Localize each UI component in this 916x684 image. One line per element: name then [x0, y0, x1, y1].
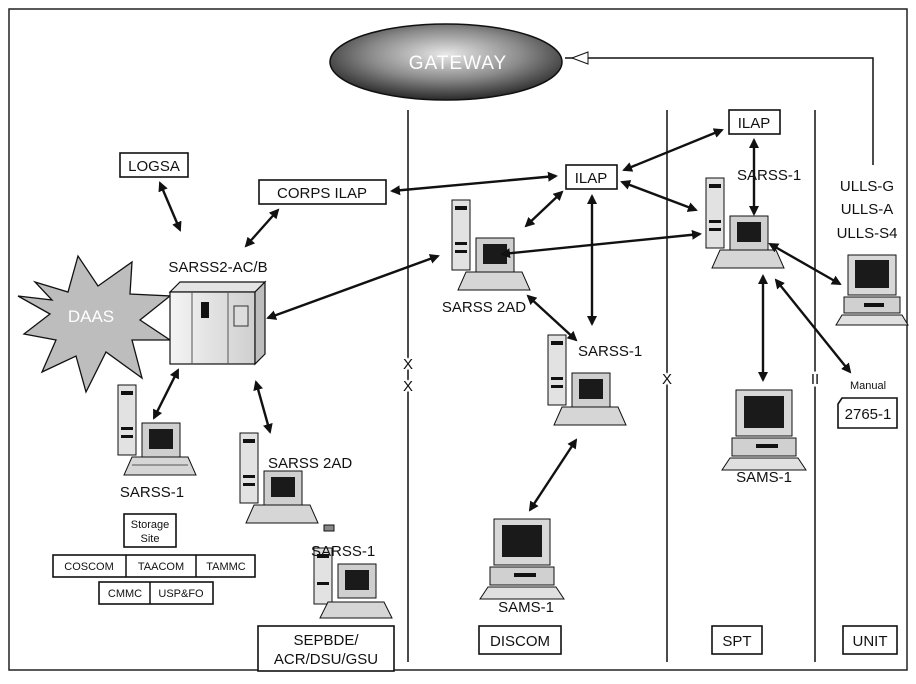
coscom-label: COSCOM	[64, 561, 114, 573]
corps-ilap-label: CORPS ILAP	[277, 185, 367, 202]
computer-icon	[313, 547, 393, 619]
link-sarss1right-ulls	[768, 242, 842, 286]
echelon-marker-x: X	[403, 378, 413, 395]
ilap-center-label: ILAP	[575, 170, 608, 187]
sarss1-bottom-label: SARSS-1	[311, 543, 375, 560]
link-ilap-sarss2ad	[524, 190, 564, 228]
outer-border	[8, 8, 908, 671]
ulls-a-label: ULLS-A	[841, 201, 894, 218]
ilap-right-box	[728, 109, 781, 135]
connection-arrows	[152, 128, 852, 512]
link-logsa-sarss2acb	[158, 181, 182, 232]
mainframe-icon	[168, 280, 267, 366]
computer-icon	[705, 177, 785, 269]
spt-box	[711, 625, 763, 655]
unit-box	[842, 625, 898, 655]
computer-icon	[117, 384, 197, 476]
daas-label: DAAS	[68, 307, 114, 326]
echelon-marker-x: X	[662, 371, 672, 388]
link-sarss2acb-sarss1	[152, 368, 180, 420]
corps-ilap-box	[258, 179, 387, 205]
echelon-marker-x: X	[403, 356, 413, 373]
link-ilap-ilapright	[622, 128, 724, 172]
sepbde-box	[257, 625, 395, 672]
computer-icon	[835, 254, 909, 326]
ilap-center-box	[565, 164, 618, 190]
form-2765-box	[837, 397, 898, 429]
sams1-center-label: SAMS-1	[498, 599, 554, 616]
gateway-link	[565, 57, 874, 165]
discom-box	[478, 625, 562, 655]
storage-site-line2: Site	[141, 533, 160, 545]
sarss2-acb-label: SARSS2-AC/B	[168, 259, 267, 276]
link-sarss2ad-sarss1	[526, 294, 578, 342]
sams1-right-label: SAMS-1	[736, 469, 792, 486]
link-sarss2acb-sarss2ad	[266, 254, 440, 320]
computer-icon	[239, 432, 319, 524]
link-sarss2acb-sarss2ad-left	[253, 380, 273, 434]
sarss1-right-label: SARSS-1	[737, 167, 801, 184]
sarss2ad-left-label: SARSS 2AD	[268, 455, 352, 472]
uspfo-label: USP&FO	[158, 588, 204, 600]
ulls-g-label: ULLS-G	[840, 178, 894, 195]
link-sarss1right-manual	[774, 278, 852, 374]
link-corpsilap-ilap	[390, 171, 558, 196]
taacom-label: TAACOM	[138, 561, 184, 573]
form-2765-label: 2765-1	[845, 406, 892, 423]
ulls-s4-label: ULLS-S4	[837, 225, 898, 242]
discom-label: DISCOM	[490, 633, 550, 650]
logsa-label: LOGSA	[128, 158, 180, 175]
computer-icon	[479, 518, 565, 600]
sepbde-line1: SEPBDE/	[293, 632, 359, 649]
gateway-label: GATEWAY	[409, 53, 507, 74]
cmmc-label: CMMC	[108, 588, 142, 600]
storage-site-box	[123, 513, 177, 548]
sarss2ad-center-label: SARSS 2AD	[442, 299, 526, 316]
ilap-right-label: ILAP	[738, 115, 771, 132]
logsa-box	[119, 152, 189, 178]
connector-icon	[323, 524, 335, 532]
link-sarss1-sams1	[528, 438, 578, 512]
link-sarss2ad-sarss1right	[500, 229, 702, 259]
manual-label: Manual	[850, 380, 886, 392]
gateway-node: GATEWAY	[329, 23, 563, 101]
daas-node: DAAS	[17, 254, 173, 394]
link-corpsilap-sarss2acb	[244, 208, 280, 248]
storage-row1-box	[52, 554, 256, 578]
computer-icon	[547, 334, 627, 426]
sarss1-center-label: SARSS-1	[578, 343, 642, 360]
sarss1-left-label: SARSS-1	[120, 484, 184, 501]
storage-site-line1: Storage	[131, 519, 170, 531]
sepbde-line2: ACR/DSU/GSU	[274, 651, 378, 668]
unit-label: UNIT	[853, 633, 888, 650]
storage-row2-box	[98, 581, 214, 605]
gateway-link-arrowhead	[570, 51, 589, 65]
echelon-marker-ii: II	[811, 371, 819, 388]
link-ilap-sarss1right	[620, 180, 698, 212]
tammc-label: TAMMC	[206, 561, 246, 573]
computer-icon	[721, 389, 807, 471]
spt-label: SPT	[722, 633, 751, 650]
computer-icon	[451, 199, 531, 291]
